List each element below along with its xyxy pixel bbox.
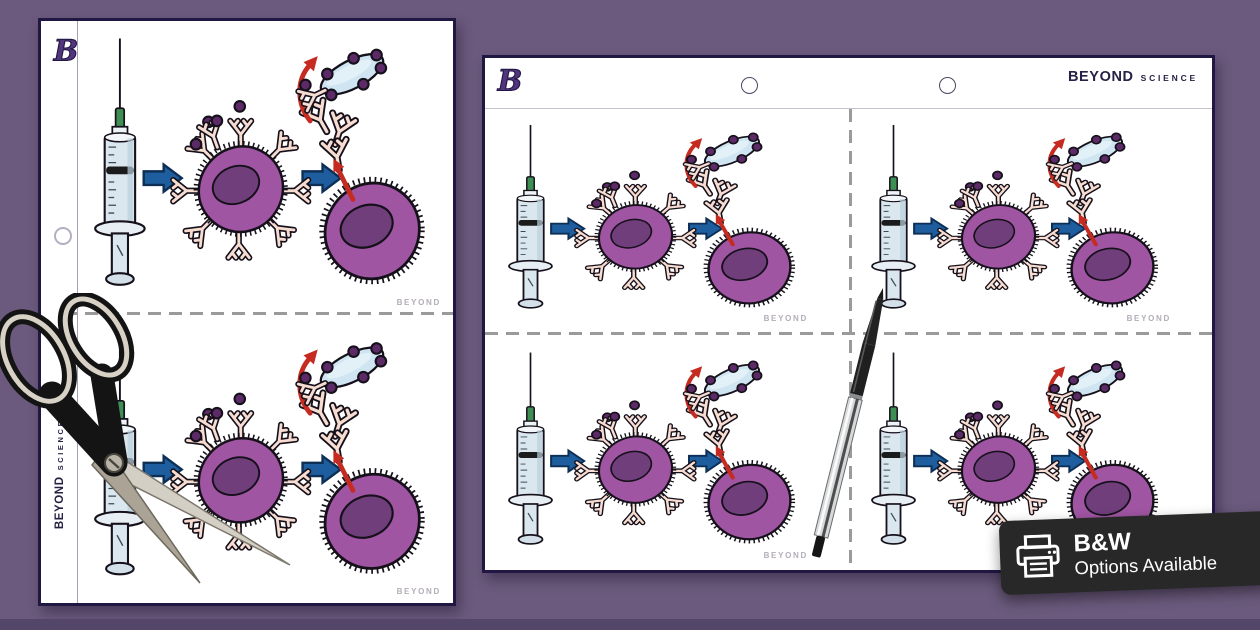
bw-options-badge: B&W Options Available [998, 510, 1260, 596]
hole-punch-mark [939, 77, 956, 94]
badge-subtitle: Options Available [1074, 551, 1218, 579]
beyond-watermark: BEYOND [763, 551, 808, 560]
vaccination-diagram [495, 339, 817, 565]
scissors-handle [0, 309, 77, 409]
sheet-header: B BEYOND SCIENCE [485, 58, 1212, 109]
printable-sheet-landscape: B BEYOND SCIENCE BEYOND BEYOND BEYOND BE… [482, 55, 1215, 573]
pen-refill [821, 398, 859, 538]
cut-line [64, 312, 453, 315]
beyond-watermark: BEYOND [763, 314, 808, 323]
pen-tip [877, 288, 884, 300]
brand-name-bold: BEYOND [1067, 69, 1134, 85]
beyond-watermark: BEYOND [396, 298, 441, 307]
beyond-watermark: BEYOND [1126, 314, 1171, 323]
beyond-logo: B [52, 33, 79, 67]
printer-icon [1016, 534, 1060, 578]
vaccination-diagram [79, 21, 450, 312]
hole-punch-mark [741, 77, 758, 94]
scissors [0, 293, 291, 584]
beyond-watermark: BEYOND [396, 587, 441, 596]
hole-punch-mark [54, 227, 72, 245]
beyond-logo: B [496, 63, 523, 97]
vaccination-diagram-card: BEYOND [79, 315, 450, 601]
scissors-handle [57, 293, 135, 383]
scissors-arm [90, 363, 128, 473]
vaccination-diagram-card: BEYOND [495, 112, 817, 328]
pen-end-plug [812, 535, 826, 558]
vaccination-diagram-card: BEYOND [495, 339, 817, 565]
logo-letter: B [53, 33, 78, 67]
vaccination-diagram-card: BEYOND [858, 112, 1180, 328]
brand-wordmark: BEYOND SCIENCE [1068, 69, 1198, 85]
cut-line [849, 109, 852, 570]
vaccination-diagram [495, 112, 817, 328]
cut-line [485, 332, 1212, 335]
ballpoint-pen [812, 288, 884, 558]
brand-name-light: SCIENCE [1140, 73, 1198, 83]
bottom-shade [0, 619, 1260, 630]
vaccination-diagram-card: BEYOND [79, 21, 450, 312]
logo-letter: B [497, 63, 522, 97]
